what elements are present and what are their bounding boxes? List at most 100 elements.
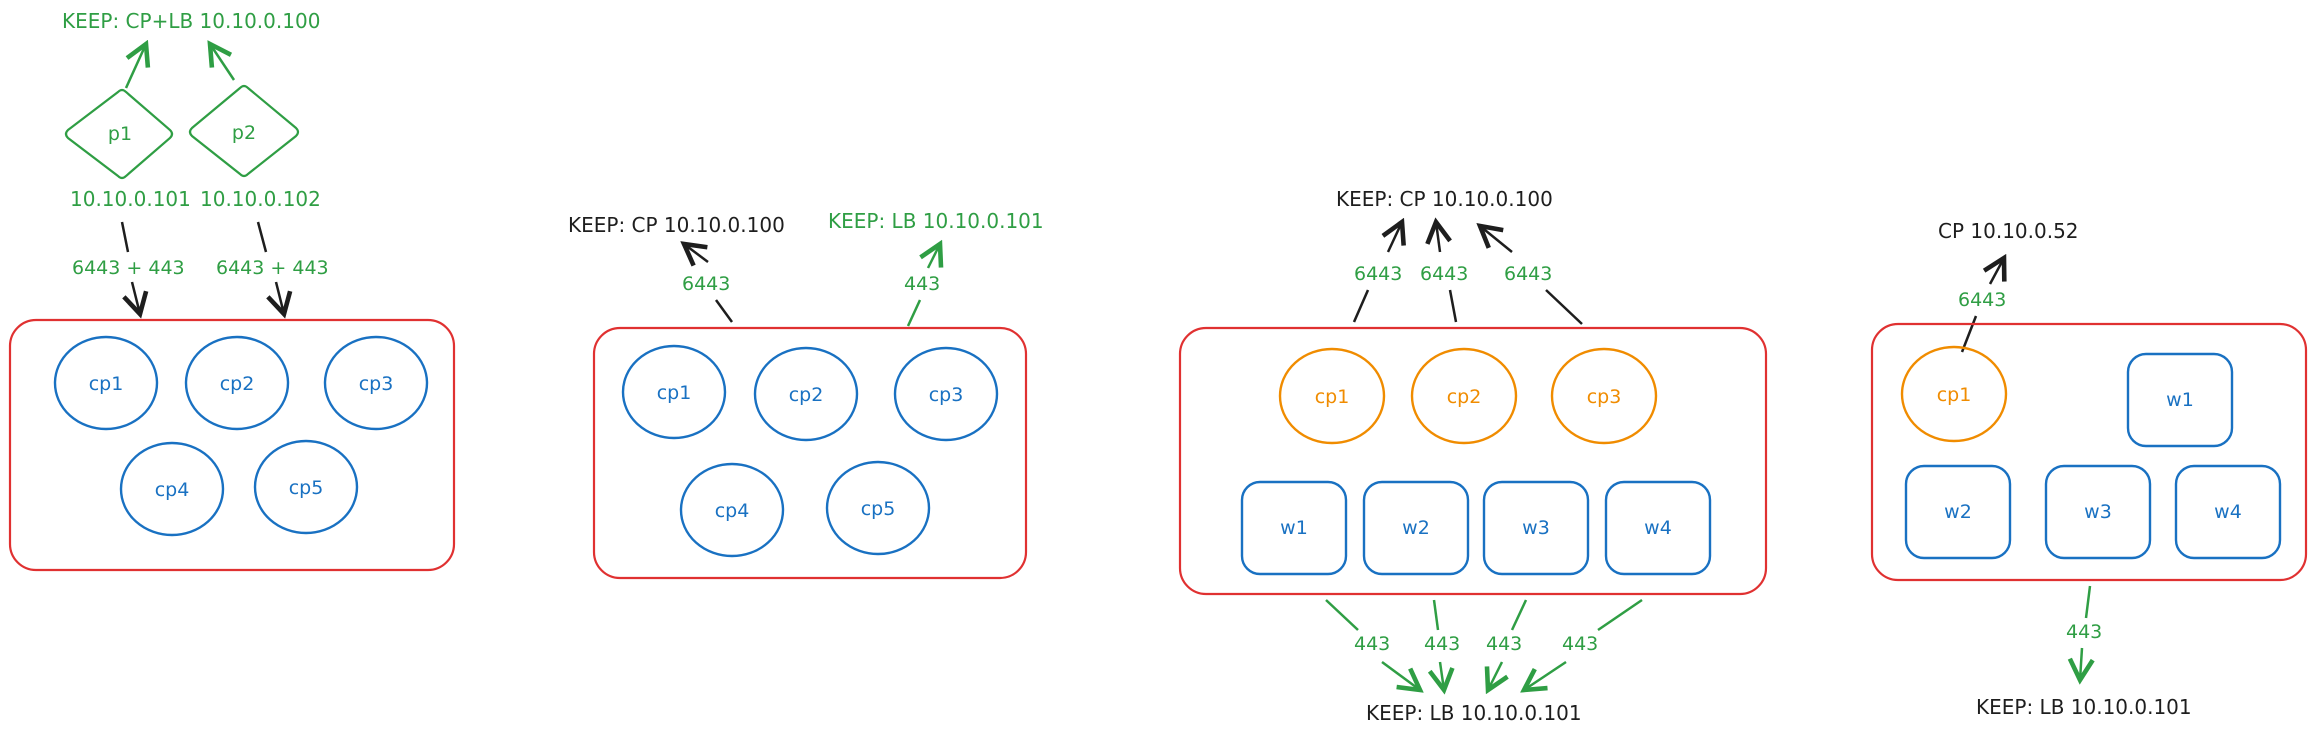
d1-arrow-p2-up xyxy=(210,44,236,81)
d2-keep-cp: KEEP: CP 10.10.0.100 xyxy=(568,213,785,237)
d4-line-lb xyxy=(2084,585,2092,619)
d3-line-lb3 xyxy=(1510,599,1528,631)
d1-node-cp3-label: cp3 xyxy=(359,373,394,395)
d3-cp-port-2: 6443 xyxy=(1420,263,1468,285)
d3-node-cp2-label: cp2 xyxy=(1447,386,1482,408)
d1-node-cp1 xyxy=(53,335,159,431)
d3-line-lb1 xyxy=(1325,599,1359,631)
d4-node-cp1 xyxy=(1900,345,2008,443)
d4-worker-w2 xyxy=(1904,464,2012,560)
d3-node-cp1-label: cp1 xyxy=(1315,386,1350,408)
d3-node-cp3-label: cp3 xyxy=(1587,386,1622,408)
d3-worker-w1 xyxy=(1240,480,1348,576)
d4-line-cp xyxy=(1960,315,1978,353)
d2-node-cp5-label: cp5 xyxy=(861,498,896,520)
d1-line1-a xyxy=(120,221,130,253)
d3-line-lb4 xyxy=(1597,598,1643,632)
d1-node-cp4-label: cp4 xyxy=(155,479,190,501)
d1-arrow-p1-up xyxy=(124,44,146,89)
d1-ports1: 6443 + 443 xyxy=(72,257,185,279)
d3-arrow-cp3-up xyxy=(1480,226,1513,253)
diagram-2: KEEP: CP 10.10.0.100 KEEP: LB 10.10.0.10… xyxy=(568,209,1044,580)
d3-lb-port-3: 443 xyxy=(1486,633,1522,655)
d1-node-cp5-label: cp5 xyxy=(289,477,324,499)
d3-line-cp1 xyxy=(1352,289,1370,323)
d3-keep-lb: KEEP: LB 10.10.0.101 xyxy=(1366,701,1582,725)
d4-arrow-cp-up xyxy=(1990,258,2004,285)
d3-worker-w3-label: w3 xyxy=(1522,517,1550,539)
d2-node-cp4-label: cp4 xyxy=(715,500,750,522)
d1-proxy2-label: p2 xyxy=(232,122,256,144)
d2-arrow-cp-up xyxy=(684,244,709,262)
d2-port-lb: 443 xyxy=(904,273,940,295)
d3-arrow-lb1 xyxy=(1381,660,1420,690)
d3-worker-w3 xyxy=(1482,480,1590,576)
d1-keep-label: KEEP: CP+LB 10.10.0.100 xyxy=(62,9,320,33)
d3-cp-port-1: 6443 xyxy=(1354,263,1402,285)
d3-line-lb2 xyxy=(1432,599,1440,631)
d3-lb-port-2: 443 xyxy=(1424,633,1460,655)
diagram-3: KEEP: CP 10.10.0.100 6443 6443 6443 cp1 … xyxy=(1178,187,1768,725)
d3-node-cp1 xyxy=(1278,347,1386,445)
d1-arrow1-down xyxy=(132,281,140,314)
d2-node-cp2-label: cp2 xyxy=(789,384,824,406)
d1-node-cp2 xyxy=(184,335,290,431)
d1-ports2: 6443 + 443 xyxy=(216,257,329,279)
d4-worker-w1-label: w1 xyxy=(2166,389,2194,411)
d3-worker-w2 xyxy=(1362,480,1470,576)
d1-ip1: 10.10.0.101 xyxy=(70,187,191,211)
d2-line-cp xyxy=(714,299,734,323)
d3-lb-port-4: 443 xyxy=(1562,633,1598,655)
d3-node-cp3 xyxy=(1550,347,1658,445)
d1-node-cp4 xyxy=(119,441,225,537)
d3-cp-port-3: 6443 xyxy=(1504,263,1552,285)
d4-keep-lb: KEEP: LB 10.10.0.101 xyxy=(1976,695,2192,719)
d4-worker-w4 xyxy=(2174,464,2282,560)
d2-node-cp1 xyxy=(621,344,727,440)
d3-worker-w1-label: w1 xyxy=(1280,517,1308,539)
d3-arrow-lb4 xyxy=(1524,660,1567,690)
d3-node-cp2 xyxy=(1410,347,1518,445)
d3-line-cp3 xyxy=(1545,289,1583,325)
d1-node-cp5 xyxy=(253,439,359,535)
d3-keep-cp: KEEP: CP 10.10.0.100 xyxy=(1336,187,1553,211)
d3-worker-w4 xyxy=(1604,480,1712,576)
d3-worker-w4-label: w4 xyxy=(1644,517,1672,539)
d2-cluster-box xyxy=(592,326,1028,580)
d2-line-lb xyxy=(906,299,922,327)
d2-node-cp3-label: cp3 xyxy=(929,384,964,406)
d4-worker-w1 xyxy=(2126,352,2234,448)
d1-proxy1-diamond xyxy=(64,88,174,180)
d2-node-cp5 xyxy=(825,460,931,556)
d4-arrow-lb-down xyxy=(2080,647,2082,680)
d4-cluster-box xyxy=(1870,322,2308,582)
d1-ip2: 10.10.0.102 xyxy=(200,187,321,211)
d4-worker-w3-label: w3 xyxy=(2084,501,2112,523)
d4-port-lb: 443 xyxy=(2066,621,2102,643)
d4-worker-w2-label: w2 xyxy=(1944,501,1972,523)
d1-arrow2-down xyxy=(276,281,284,314)
d2-arrow-lb-up xyxy=(928,244,940,269)
d4-cp-label: CP 10.10.0.52 xyxy=(1938,219,2079,243)
d3-cluster-box xyxy=(1178,326,1768,596)
d1-node-cp2-label: cp2 xyxy=(220,373,255,395)
d3-line-cp2 xyxy=(1448,289,1458,323)
d2-port-cp: 6443 xyxy=(682,273,730,295)
d3-arrow-cp1-up xyxy=(1388,222,1402,253)
d4-node-cp1-label: cp1 xyxy=(1937,384,1972,406)
d1-cluster-box xyxy=(8,318,456,572)
d3-arrow-cp2-up xyxy=(1436,222,1440,253)
d2-keep-lb: KEEP: LB 10.10.0.101 xyxy=(828,209,1044,233)
d3-worker-w2-label: w2 xyxy=(1402,517,1430,539)
d4-worker-w4-label: w4 xyxy=(2214,501,2242,523)
d2-node-cp4 xyxy=(679,462,785,558)
d1-line2-a xyxy=(256,221,268,253)
d4-port-cp: 6443 xyxy=(1958,289,2006,311)
d2-node-cp1-label: cp1 xyxy=(657,382,692,404)
d1-node-cp3 xyxy=(323,335,429,431)
d2-node-cp3 xyxy=(893,346,999,442)
d3-lb-port-1: 443 xyxy=(1354,633,1390,655)
d1-proxy1-label: p1 xyxy=(108,123,132,145)
d3-arrow-lb3 xyxy=(1488,661,1502,690)
